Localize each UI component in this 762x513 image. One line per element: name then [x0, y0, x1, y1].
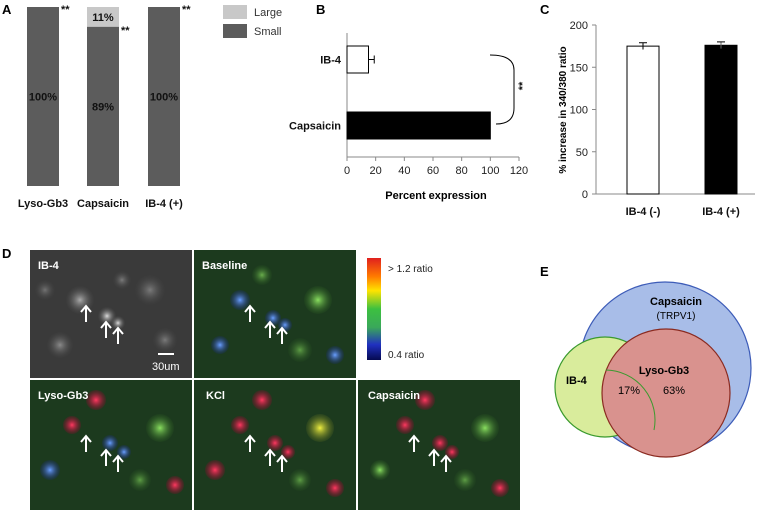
venn-capsaicin-sub: (TRPV1) [657, 311, 696, 322]
x-tick-label-b-1: 20 [370, 165, 382, 177]
panel-label-b: B [316, 2, 325, 17]
bar-small-label-0: 100% [29, 92, 57, 104]
bar-small-0 [27, 7, 59, 186]
x-tick-label-b-4: 80 [456, 165, 468, 177]
venn-lyso-label: Lyso-Gb3 [639, 365, 689, 377]
image-label-capsaicin: Capsaicin [368, 390, 420, 402]
category-label-1: Capsaicin [77, 198, 129, 210]
x-tick-label-b-3: 60 [427, 165, 439, 177]
panel-a-stacked-bars: 100% ** Lyso-Gb3 89% 11% ** Capsaicin 100% ** IB-… [18, 4, 191, 210]
panel-label-e: E [540, 264, 549, 279]
x-tick-label-b-6: 120 [510, 165, 528, 177]
x-tick-label-b-5: 100 [481, 165, 499, 177]
significance-bracket-b [489, 54, 515, 125]
significance-b: ** [517, 81, 529, 90]
x-tick-label-b-2: 40 [398, 165, 410, 177]
legend-label-large: Large [254, 7, 282, 19]
panel-label-a: A [2, 2, 12, 17]
legend-label-small: Small [254, 26, 282, 38]
image-label-ib4: IB-4 [38, 260, 60, 272]
legend-swatch-large [223, 5, 247, 19]
y-tick-label-c-4: 200 [570, 20, 588, 32]
venn-capsaicin-label: Capsaicin [650, 296, 702, 308]
scale-bar-label: 30um [152, 361, 180, 373]
category-label-2: IB-4 (+) [145, 198, 183, 210]
significance-1: ** [121, 25, 130, 37]
significance-0: ** [61, 4, 70, 16]
image-baseline [194, 250, 356, 378]
image-label-kcl: KCl [206, 390, 225, 402]
y-tick-label-c-3: 150 [570, 62, 588, 74]
bar-c-0 [626, 45, 660, 195]
venn-overlap-caps-value: 63% [663, 385, 685, 397]
category-label-c-1: IB-4 (+) [702, 206, 740, 218]
image-capsaicin [358, 380, 520, 510]
bar-b-1 [346, 111, 491, 140]
image-ib4 [30, 250, 192, 378]
bar-small-label-1: 89% [92, 101, 114, 113]
significance-2: ** [182, 4, 191, 16]
y-tick-label-c-0: 0 [582, 189, 588, 201]
scale-bar [158, 353, 174, 355]
bar-small-1 [87, 26, 119, 186]
image-label-lyso-gb3: Lyso-Gb3 [38, 390, 88, 402]
category-label-c-0: IB-4 (-) [626, 206, 661, 218]
bar-small-2 [148, 7, 180, 186]
colorbar-low-label: 0.4 ratio [388, 350, 425, 361]
venn-ib4-overlap-edge [605, 369, 656, 431]
cell-arrows [80, 304, 452, 472]
category-label-b-0: IB-4 [320, 55, 342, 67]
bar-c-1 [704, 44, 738, 195]
bar-small-label-2: 100% [150, 92, 178, 104]
venn-ib4-label: IB-4 [566, 375, 588, 387]
panel-label-d: D [2, 246, 11, 261]
colorbar [367, 258, 381, 360]
panel-b-xlabel: Percent expression [385, 190, 487, 202]
image-lyso-gb3 [30, 380, 192, 510]
colorbar-high-label: > 1.2 ratio [388, 264, 433, 275]
legend-swatch-small [223, 24, 247, 38]
category-label-b-1: Capsaicin [289, 121, 341, 133]
y-tick-label-c-2: 100 [570, 105, 588, 117]
venn-overlap-ib4-value: 17% [618, 385, 640, 397]
x-tick-label-b-0: 0 [344, 165, 350, 177]
bar-b-0 [346, 45, 369, 74]
panel-c-ylabel: % increase in 340/380 ratio [558, 46, 569, 173]
venn-lyso-circle [601, 328, 731, 458]
image-label-baseline: Baseline [202, 260, 247, 272]
category-label-0: Lyso-Gb3 [18, 198, 68, 210]
panel-label-c: C [540, 2, 550, 17]
image-kcl [194, 380, 356, 510]
y-tick-label-c-1: 50 [576, 147, 588, 159]
bar-large-label-1: 11% [92, 12, 114, 24]
bar-large-1 [87, 7, 119, 27]
